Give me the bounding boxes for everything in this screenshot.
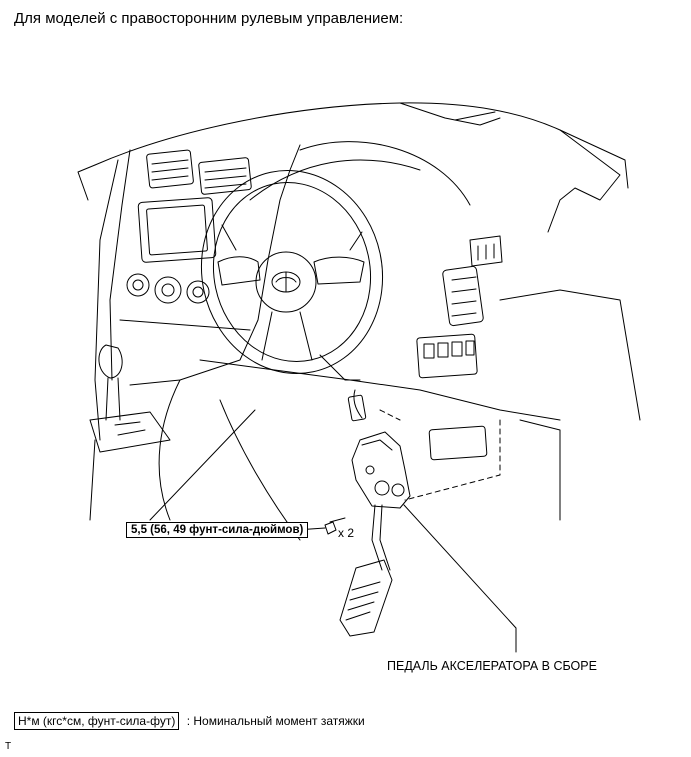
quantity-label: x 2 bbox=[338, 526, 355, 540]
center-display bbox=[137, 197, 217, 263]
steering-hub bbox=[255, 251, 317, 313]
steering-wheel bbox=[200, 169, 384, 375]
legend-unit: Н*м (кгс*см, фунт-сила-фут) bbox=[14, 712, 180, 730]
steering-column bbox=[319, 354, 361, 381]
wire-harness bbox=[353, 389, 363, 419]
dashboard-outline bbox=[94, 102, 629, 189]
vent-left bbox=[146, 149, 194, 189]
page-heading: Для моделей с правосторонним рулевым упр… bbox=[14, 10, 404, 27]
legend-separator: : bbox=[186, 714, 191, 728]
vent-right bbox=[198, 157, 252, 195]
pedal-area-guide bbox=[404, 419, 501, 501]
part-leader bbox=[403, 504, 517, 653]
vent-far-right bbox=[442, 265, 484, 327]
torque-legend: Н*м (кгс*см, фунт-сила-фут) : Номинальны… bbox=[14, 712, 365, 730]
pedal-housing bbox=[351, 431, 411, 509]
gear-shifter bbox=[98, 344, 123, 379]
center-console bbox=[94, 159, 119, 441]
part-callout: ПЕДАЛЬ АКСЕЛЕРАТОРА В СБОРЕ bbox=[387, 659, 597, 673]
pedal-pad bbox=[339, 559, 393, 637]
corner-mark: T bbox=[5, 741, 12, 752]
bolt-icon bbox=[324, 521, 337, 535]
torque-label: 5,5 (56, 49 фунт-сила-дюймов) bbox=[126, 522, 309, 538]
switch-panel bbox=[416, 333, 478, 379]
legend-description: Номинальный момент затяжки bbox=[193, 714, 365, 728]
